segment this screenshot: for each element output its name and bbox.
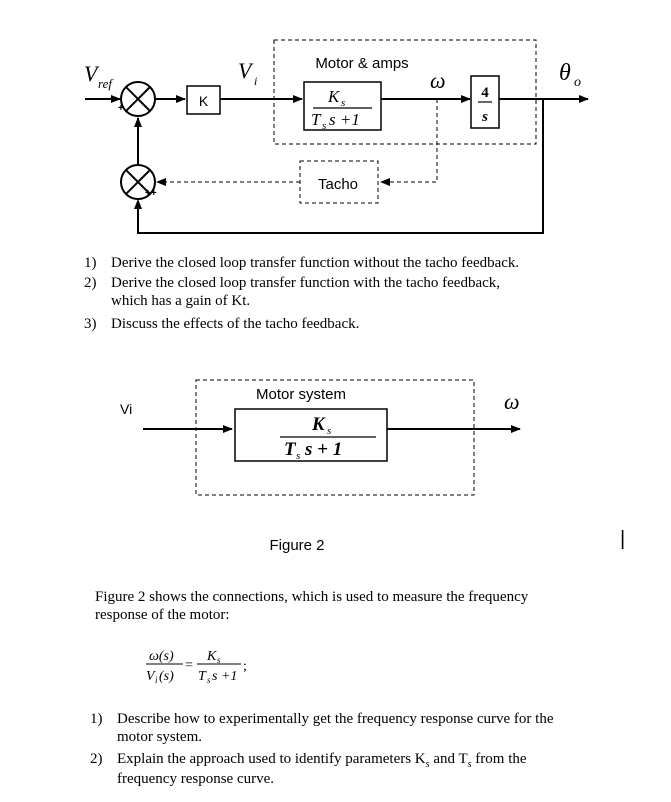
vi-input-label: Vi [120, 401, 132, 417]
vi-label: V [238, 58, 254, 83]
tacho-label: Tacho [318, 176, 358, 193]
equation-lhs-numerator: ω(s) [149, 649, 174, 664]
vi-subscript: i [254, 74, 257, 88]
question-number: 1) [84, 255, 97, 271]
sum2-plus-signs: ++ [145, 188, 157, 199]
equation-rhs-denominator: T [198, 669, 207, 684]
motor-system-tf-block [234, 408, 388, 462]
tacho-input-arrowhead [380, 178, 390, 186]
question-number: 1) [90, 711, 103, 727]
question-text: Derive the closed loop transfer function… [111, 255, 520, 271]
summing-junction-main [120, 81, 156, 117]
motor-system-numerator-sub: s [327, 425, 331, 437]
motor-system-denominator-sub: s [296, 450, 300, 462]
integrator-denominator: s [481, 109, 488, 125]
omega-output-label: ω [504, 389, 520, 414]
tacho-pickoff-dashed-line [382, 99, 438, 183]
motor-tf-denominator: T [311, 110, 322, 129]
question-text-tail: from the [471, 751, 527, 767]
question-text: Explain the approach used to identify pa… [117, 751, 527, 773]
vref-label: V [84, 61, 100, 86]
equation-equals: = [185, 658, 193, 673]
integrator-numerator: 4 [481, 85, 489, 101]
omega-label: ω [430, 68, 446, 93]
gain-k-label: K [199, 93, 209, 109]
question-text: Discuss the effects of the tacho feedbac… [111, 316, 360, 332]
motor-tf-denominator-sub: s [322, 120, 326, 132]
ks-subscript: s [425, 759, 430, 770]
figure-2-description-line-1: Figure 2 shows the connections, which is… [95, 589, 529, 605]
motor-tf-numerator-sub: s [341, 97, 345, 109]
question-text-continued: frequency response curve. [117, 771, 275, 787]
motor-tf-denominator-rest: s +1 [329, 110, 360, 129]
motor-system-numerator: K [311, 414, 326, 435]
theta-output-label: θ [559, 60, 571, 86]
position-feedback-line [137, 99, 544, 234]
equation-rhs-denominator-rest: s +1 [212, 669, 237, 684]
motor-system-denominator-rest: s + 1 [304, 439, 342, 460]
figure-2-description-line-2: response of the motor: [95, 607, 230, 623]
motor-amps-label: Motor & amps [315, 55, 408, 72]
equation-rhs-numerator: K [206, 649, 217, 664]
figure-2-caption: Figure 2 [269, 537, 324, 554]
question-text: Describe how to experimentally get the f… [117, 711, 554, 727]
motor-tf-numerator: K [327, 87, 341, 106]
motor-system-label: Motor system [256, 386, 346, 403]
ts-subscript: s [467, 759, 472, 770]
motor-system-dashed-boundary [195, 379, 475, 496]
motor-amps-dashed-boundary [273, 39, 537, 145]
tacho-block [299, 160, 379, 204]
equation-lhs-denominator-sub: i [155, 675, 158, 685]
tacho-sum-arrowhead [156, 178, 166, 186]
text-cursor: | [620, 528, 625, 550]
equation-rhs-denominator-sub: s [207, 675, 211, 685]
question-text-and: and T [429, 751, 468, 767]
question-text-start: Explain the approach used to identify pa… [117, 751, 426, 767]
theta-output-subscript: o [574, 75, 581, 90]
motor-transfer-function-block [303, 81, 382, 131]
equation-terminator: ; [243, 659, 247, 674]
question-text-continued: which has a gain of Kt. [111, 293, 251, 309]
equation-lhs-denominator-rest: (s) [159, 669, 174, 684]
sum1-plus-sign: + [118, 103, 124, 114]
position-feedback-arrowhead [134, 199, 142, 209]
vref-subscript: ref [98, 76, 114, 91]
equation-rhs-numerator-sub: s [217, 655, 221, 665]
question-number: 2) [90, 751, 103, 767]
question-text-continued: motor system. [117, 729, 202, 745]
motor-system-denominator: T [284, 439, 297, 460]
question-text: Derive the closed loop transfer function… [111, 275, 501, 291]
question-number: 3) [84, 316, 97, 332]
equation-lhs-denominator: V [146, 669, 156, 684]
question-number: 2) [84, 275, 97, 291]
